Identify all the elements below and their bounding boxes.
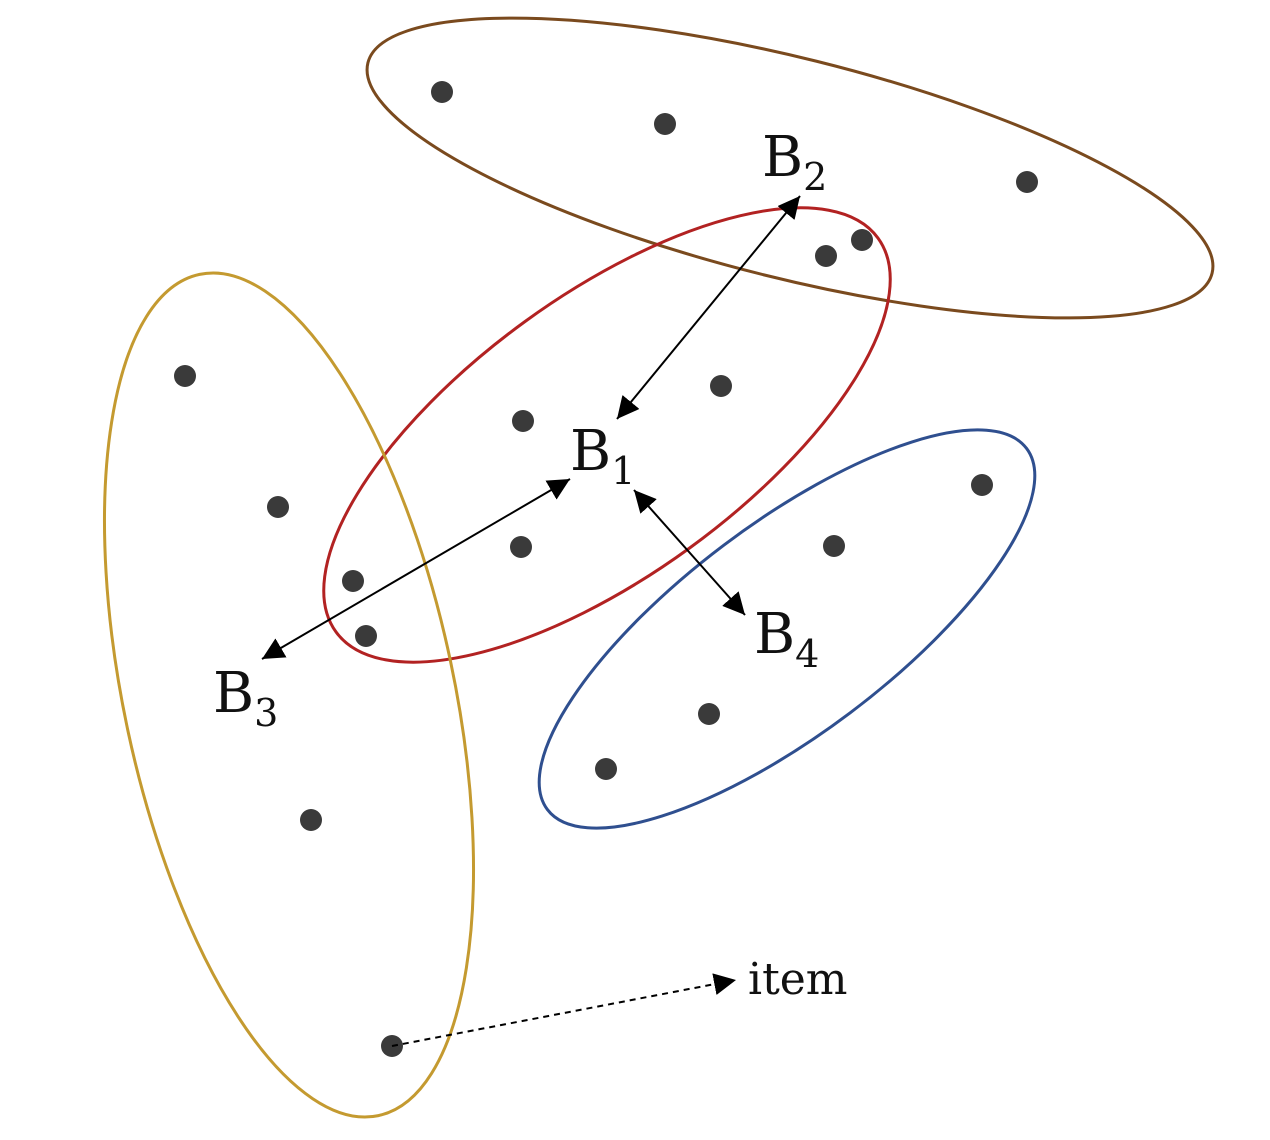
point	[595, 758, 617, 780]
point	[342, 570, 364, 592]
label-b3: B3	[213, 661, 278, 735]
point	[300, 809, 322, 831]
point	[971, 474, 993, 496]
arrow-item	[391, 973, 737, 1047]
point	[823, 535, 845, 557]
point	[851, 229, 873, 251]
point	[267, 496, 289, 518]
label-b2: B2	[762, 125, 827, 199]
point	[174, 365, 196, 387]
point	[512, 410, 534, 432]
group-b3-ellipse	[102, 271, 476, 1119]
label-b4: B4	[754, 602, 819, 676]
point	[815, 245, 837, 267]
point	[698, 703, 720, 725]
arrow-b1-b4	[633, 489, 746, 616]
label-b1: B1	[570, 419, 635, 493]
point	[654, 113, 676, 135]
arrow-b1-b3	[261, 478, 571, 660]
point	[1016, 171, 1038, 193]
point	[431, 81, 453, 103]
point	[710, 375, 732, 397]
label-item: item	[748, 954, 848, 1005]
arrow-b1-b2	[616, 195, 801, 420]
point	[510, 536, 532, 558]
point	[355, 625, 377, 647]
